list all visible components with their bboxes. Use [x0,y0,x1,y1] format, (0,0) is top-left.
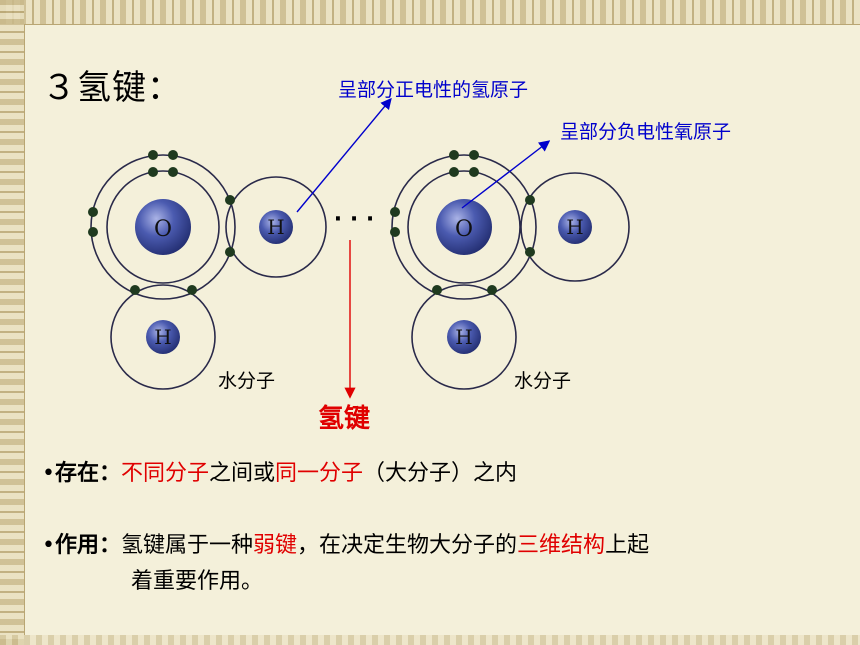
hydrogen-symbol: H [267,215,284,239]
decorative-border-bottom [0,635,860,645]
hydrogen-nucleus [146,320,180,354]
hydrogen-symbol: H [566,215,583,239]
hydrogen-nucleus [558,210,592,244]
function-text: 氢键属于一种 [121,533,254,558]
water-molecule-1 [90,154,327,390]
negative-label-arrow [461,140,551,209]
decorative-border-left [0,0,24,645]
water-molecule-2 [391,154,630,390]
hydrogen-bottom-shell [411,284,517,390]
existence-label: 存在： [54,461,121,486]
positive-label-arrow [296,97,392,213]
function-text: 上起 [605,533,650,558]
hydrogen-right-shell [225,176,327,278]
function-highlight-1: 弱键 [253,533,298,558]
water-molecule-label: 水分子 [218,370,276,392]
hydrogen-symbol: H [154,325,171,349]
bullet: • [42,533,55,558]
hydrogen-bottom-shell [110,284,216,390]
electron-dots-1 [88,150,235,295]
function-label: 作用： [54,533,121,558]
function-text: ，在决定生物大分子的 [297,533,518,558]
slide-title: ３氢键： [42,68,182,108]
hydrogen-bond-label: 氢键 [318,404,371,434]
positive-hydrogen-label: 呈部分正电性的氢原子 [338,79,529,101]
function-line: •作用：氢键属于一种弱键，在决定生物大分子的三维结构上起 [42,527,649,559]
hydrogen-right-shell [520,172,630,282]
existence-highlight-2: 同一分子 [275,461,364,486]
oxygen-outer-shell [90,154,236,300]
function-highlight-2: 三维结构 [517,533,606,558]
existence-line: •存在：不同分子之间或同一分子（大分子）之内 [42,455,517,487]
oxygen-nucleus [436,199,492,255]
existence-text: 之间或 [209,461,276,486]
existence-highlight-1: 不同分子 [121,461,210,486]
decorative-border-top [0,0,860,24]
hydrogen-symbol: H [455,325,472,349]
oxygen-symbol: O [154,217,172,242]
existence-text: （大分子）之内 [363,461,518,486]
hydrogen-nucleus [259,210,293,244]
hydrogen-bond-dots: · · · [334,207,374,232]
oxygen-inner-shell [407,170,521,284]
oxygen-inner-shell [106,170,220,284]
bullet: • [42,461,55,486]
oxygen-outer-shell [391,154,537,300]
inner-frame [24,24,860,635]
negative-oxygen-label: 呈部分负电性氧原子 [560,121,732,143]
oxygen-nucleus [135,199,191,255]
electron-dots-2 [390,150,535,295]
function-line-continued: 着重要作用。 [131,569,264,594]
oxygen-symbol: O [455,217,473,242]
water-molecule-label: 水分子 [514,370,572,392]
hydrogen-nucleus [447,320,481,354]
